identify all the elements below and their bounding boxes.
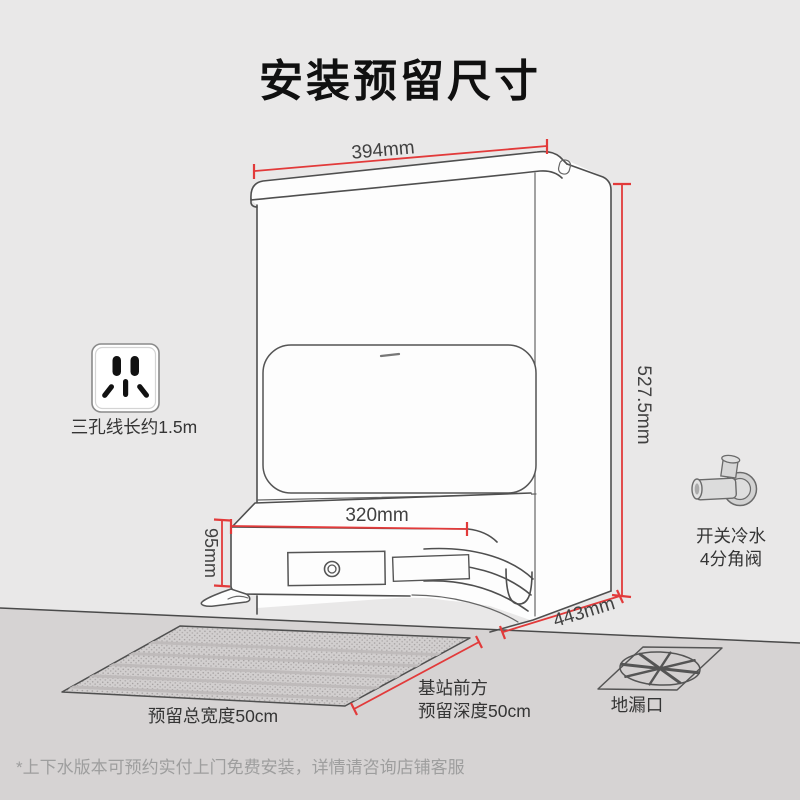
front-clearance-label-line1: 基站前方 (418, 678, 488, 698)
robot-vent (391, 553, 471, 583)
valve-label-line2: 4分角阀 (700, 549, 762, 569)
dock-opening (257, 344, 537, 501)
lid-handle-notch (557, 159, 572, 175)
valve-label-line1: 开关冷水 (696, 526, 766, 546)
height-dimension (611, 182, 632, 599)
robot-height-dimension-label: 95mm (201, 528, 221, 578)
front-clearance-label-line2: 预留深度50cm (418, 701, 531, 721)
width-dimension (252, 139, 549, 179)
robot-foot (200, 588, 251, 607)
drain-label: 地漏口 (611, 695, 664, 715)
robot-dock-gap (505, 568, 533, 605)
robot-width-dimension (229, 519, 469, 536)
robot-vacuum (200, 492, 534, 623)
footnote: *上下水版本可预约实付上门免费安装，详情请咨询店铺客服 (16, 758, 465, 777)
page-title: 安装预留尺寸 (259, 57, 541, 106)
mat-width-label: 预留总宽度50cm (148, 706, 278, 726)
socket-label: 三孔线长约1.5m (71, 417, 197, 437)
height-dimension-label: 527.5mm (633, 365, 654, 444)
wall-floor-boundary (0, 607, 800, 644)
front-clearance-dimension (350, 635, 483, 716)
robot-height-dimension (213, 518, 231, 588)
floor-drain-icon (597, 646, 723, 691)
dock-latch-mark (379, 352, 401, 358)
depth-dimension (498, 589, 624, 640)
robot-button (323, 560, 341, 578)
power-socket-icon (91, 343, 160, 413)
angle-valve-icon (691, 454, 758, 507)
robot-width-dimension-label: 320mm (345, 505, 408, 526)
